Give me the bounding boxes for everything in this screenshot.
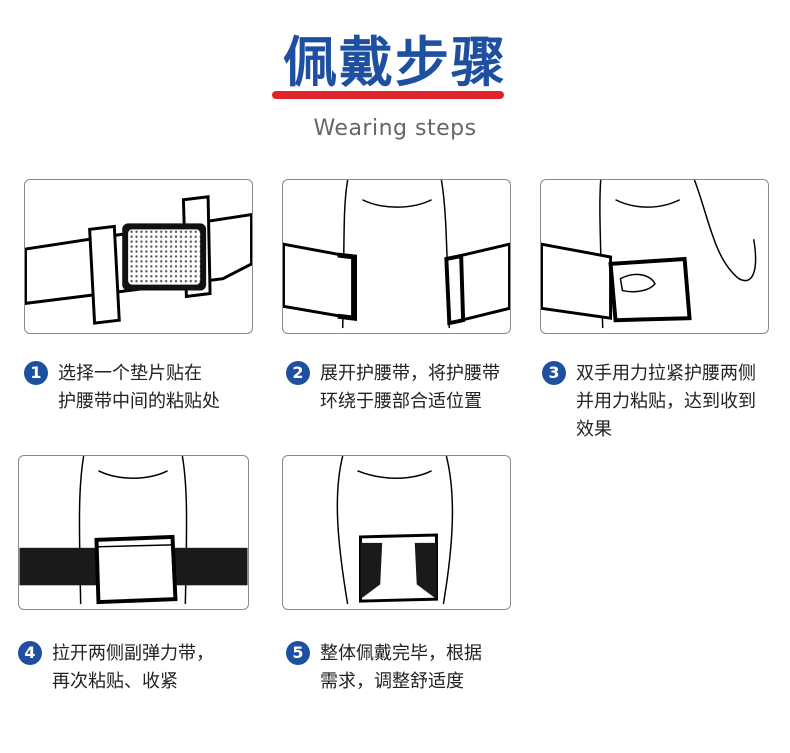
step-2-illustration bbox=[282, 179, 511, 334]
step-1: 1 选择一个垫片贴在 护腰带中间的粘贴处 bbox=[24, 360, 220, 416]
step-line: 整体佩戴完毕，根据 bbox=[320, 643, 482, 664]
step-description: 展开护腰带，将护腰带 环绕于腰部合适位置 bbox=[320, 360, 500, 416]
step-line: 双手用力拉紧护腰两侧 bbox=[576, 363, 756, 384]
step-line: 环绕于腰部合适位置 bbox=[320, 391, 482, 412]
step-description: 双手用力拉紧护腰两侧 并用力粘贴，达到收到 效果 bbox=[576, 360, 756, 444]
step-3: 3 双手用力拉紧护腰两侧 并用力粘贴，达到收到 效果 bbox=[542, 360, 756, 444]
step-number-badge: 3 bbox=[542, 361, 566, 385]
page-title: 佩戴步骤 bbox=[283, 31, 507, 94]
step-number-badge: 5 bbox=[286, 641, 310, 665]
step-line: 并用力粘贴，达到收到 bbox=[576, 391, 756, 412]
step-line: 效果 bbox=[576, 419, 612, 440]
step-line: 再次粘贴、收紧 bbox=[52, 671, 178, 692]
step-line: 展开护腰带，将护腰带 bbox=[320, 363, 500, 384]
step-description: 拉开两侧副弹力带， 再次粘贴、收紧 bbox=[52, 640, 214, 696]
step-5-illustration bbox=[282, 455, 511, 610]
step-number-badge: 2 bbox=[286, 361, 310, 385]
step-line: 选择一个垫片贴在 bbox=[58, 363, 202, 384]
step-line: 拉开两侧副弹力带， bbox=[52, 643, 214, 664]
step-1-illustration bbox=[24, 179, 253, 334]
step-number-badge: 1 bbox=[24, 361, 48, 385]
step-description: 选择一个垫片贴在 护腰带中间的粘贴处 bbox=[58, 360, 220, 416]
step-4: 4 拉开两侧副弹力带， 再次粘贴、收紧 bbox=[18, 640, 214, 696]
title-underline bbox=[272, 91, 504, 99]
step-number-badge: 4 bbox=[18, 641, 42, 665]
page-subtitle: Wearing steps bbox=[313, 116, 477, 141]
step-line: 护腰带中间的粘贴处 bbox=[58, 391, 220, 412]
step-4-illustration bbox=[18, 455, 249, 610]
step-2: 2 展开护腰带，将护腰带 环绕于腰部合适位置 bbox=[286, 360, 500, 416]
step-description: 整体佩戴完毕，根据 需求，调整舒适度 bbox=[320, 640, 482, 696]
step-5: 5 整体佩戴完毕，根据 需求，调整舒适度 bbox=[286, 640, 482, 696]
step-line: 需求，调整舒适度 bbox=[320, 671, 464, 692]
step-3-illustration bbox=[540, 179, 769, 334]
